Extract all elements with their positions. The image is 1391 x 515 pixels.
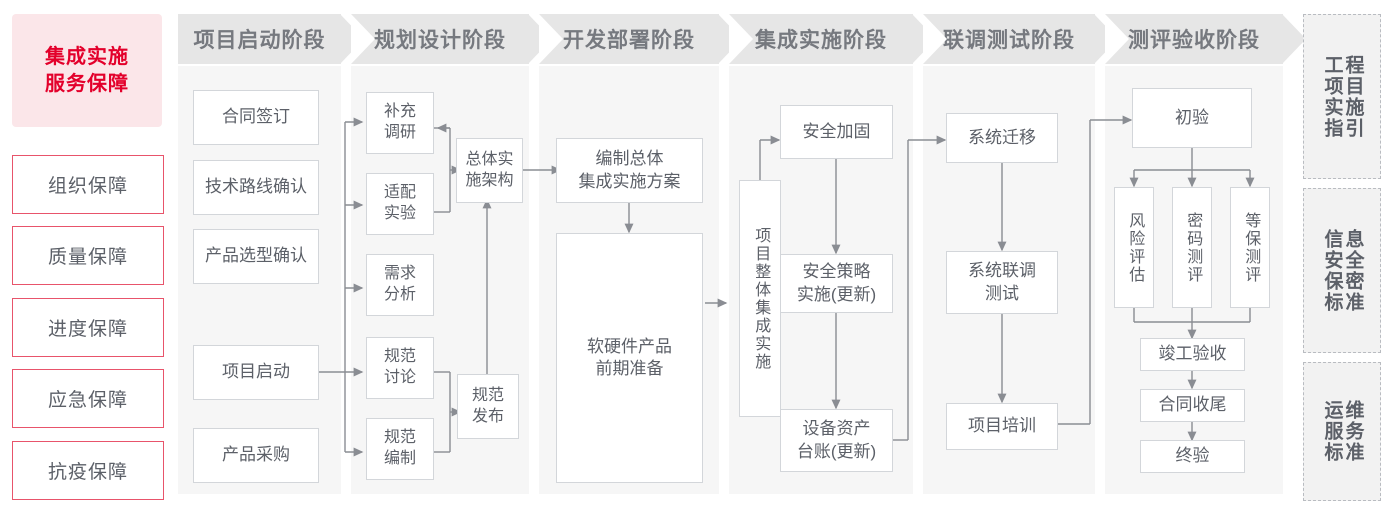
phase-header-label: 规划设计阶段 [374, 29, 506, 52]
node-label: 规范发布 [471, 386, 504, 425]
node-risk-assessment[interactable]: 风险评估 [1114, 187, 1154, 308]
phase-header-planning[interactable]: 规划设计阶段 [351, 14, 552, 64]
node-label: 需求分析 [383, 265, 416, 303]
node-preliminary-acceptance[interactable]: 初验 [1132, 88, 1252, 148]
node-label: 编制总体集成实施方案 [578, 149, 681, 191]
left-rail-item-quality[interactable]: 质量保障 [12, 226, 164, 285]
node-completion-acceptance[interactable]: 竣工验收 [1140, 338, 1245, 371]
node-label: 合同签订 [222, 107, 290, 127]
left-rail-item-label: 抗疫保障 [47, 462, 128, 483]
node-overall-implementation-architecture[interactable]: 总体实施架构 [456, 138, 523, 203]
node-final-acceptance[interactable]: 终验 [1140, 440, 1245, 473]
node-label: 技术路线确认 [205, 177, 307, 197]
node-label: 设备资产台账(更新) [796, 419, 877, 461]
node-label: 安全策略实施(更新) [796, 262, 877, 304]
chevron-notch-icon [1105, 14, 1129, 64]
right-rail-label-right: 息全密准 [1342, 228, 1364, 313]
left-rail-item-organization[interactable]: 组织保障 [12, 155, 164, 214]
node-label: 系统迁移 [968, 127, 1036, 147]
node-contract-signing[interactable]: 合同签订 [193, 90, 319, 145]
left-rail-item-schedule[interactable]: 进度保障 [12, 298, 164, 357]
node-label: 项目启动 [222, 362, 290, 382]
node-label: 产品选型确认 [205, 246, 307, 266]
right-rail-label-left: 运服标 [1321, 400, 1343, 463]
left-rail-item-label: 质量保障 [47, 247, 128, 268]
left-rail-title-line1: 集成实施 [45, 45, 129, 68]
node-label: 合同收尾 [1158, 395, 1227, 415]
right-rail-infosec-standard[interactable]: 息全密准 信安保标 [1303, 188, 1381, 353]
node-label: 项目整体集成实施 [752, 226, 770, 371]
left-rail-item-emergency[interactable]: 应急保障 [12, 369, 164, 428]
node-adaptation-experiment[interactable]: 适配实验 [366, 173, 434, 235]
node-contract-closure[interactable]: 合同收尾 [1140, 389, 1245, 422]
phase-header-initiation[interactable]: 项目启动阶段 [178, 14, 364, 64]
phase-header-acceptance[interactable]: 测评验收阶段 [1105, 14, 1306, 64]
node-system-migration[interactable]: 系统迁移 [946, 113, 1058, 163]
node-label: 软硬件产品前期准备 [587, 336, 672, 378]
node-label: 总体实施架构 [465, 150, 514, 189]
node-asset-ledger-update[interactable]: 设备资产台账(更新) [780, 409, 893, 472]
node-mlps-evaluation[interactable]: 等保测评 [1230, 187, 1270, 308]
node-tech-route-confirm[interactable]: 技术路线确认 [193, 160, 319, 215]
node-crypto-evaluation[interactable]: 密码测评 [1172, 187, 1212, 308]
node-label: 补充调研 [383, 103, 416, 141]
right-rail-label-right: 程目施引 [1342, 54, 1364, 139]
node-hw-sw-preparation[interactable]: 软硬件产品前期准备 [556, 233, 703, 483]
node-project-training[interactable]: 项目培训 [946, 403, 1058, 450]
right-rail-label-left: 工项实指 [1321, 54, 1343, 139]
chevron-notch-icon [539, 14, 563, 64]
left-rail-item-label: 组织保障 [47, 176, 128, 197]
phase-header-label: 联调测试阶段 [943, 29, 1075, 52]
right-rail-label-left: 信安保标 [1321, 228, 1343, 313]
node-label: 等保测评 [1242, 211, 1260, 284]
node-spec-release[interactable]: 规范发布 [457, 374, 519, 439]
node-security-policy-update[interactable]: 安全策略实施(更新) [780, 254, 893, 313]
node-label: 规范编制 [383, 429, 416, 467]
phase-header-label: 项目启动阶段 [193, 29, 326, 52]
phase-header-development[interactable]: 开发部署阶段 [539, 14, 742, 64]
chevron-notch-icon [729, 14, 753, 64]
node-label: 项目培训 [968, 416, 1036, 436]
right-rail-label-right: 维务准 [1342, 400, 1364, 463]
node-project-kickoff[interactable]: 项目启动 [193, 345, 319, 400]
node-label: 竣工验收 [1158, 344, 1227, 364]
node-label: 安全加固 [802, 121, 871, 141]
right-rail-ops-service-standard[interactable]: 维务准 运服标 [1303, 362, 1381, 501]
phase-header-integration[interactable]: 集成实施阶段 [729, 14, 936, 64]
node-label: 适配实验 [383, 184, 416, 222]
node-spec-discussion[interactable]: 规范讨论 [366, 337, 434, 399]
node-product-procurement[interactable]: 产品采购 [193, 428, 319, 483]
left-rail-item-epidemic[interactable]: 抗疫保障 [12, 441, 164, 500]
node-overall-project-integration[interactable]: 项目整体集成实施 [739, 180, 781, 417]
node-security-hardening[interactable]: 安全加固 [780, 105, 893, 159]
phase-header-label: 测评验收阶段 [1128, 29, 1260, 52]
left-rail-item-label: 应急保障 [47, 390, 128, 411]
node-spec-drafting[interactable]: 规范编制 [366, 418, 434, 480]
node-supplementary-research[interactable]: 补充调研 [366, 92, 434, 154]
left-rail-title: 集成实施 服务保障 [12, 14, 162, 127]
phase-header-label: 开发部署阶段 [563, 29, 695, 52]
chevron-notch-icon [923, 14, 947, 64]
node-requirement-analysis[interactable]: 需求分析 [366, 254, 434, 316]
node-label: 密码测评 [1184, 211, 1202, 284]
node-label: 终验 [1175, 446, 1210, 466]
chevron-notch-icon [351, 14, 375, 64]
node-label: 初验 [1175, 107, 1209, 127]
node-product-selection-confirm[interactable]: 产品选型确认 [193, 229, 319, 284]
node-system-joint-test[interactable]: 系统联调测试 [946, 251, 1058, 314]
phase-header-label: 集成实施阶段 [755, 29, 887, 52]
node-label: 风险评估 [1126, 211, 1144, 284]
node-overall-integration-plan[interactable]: 编制总体集成实施方案 [556, 138, 703, 203]
left-rail-item-label: 进度保障 [47, 319, 128, 340]
left-rail-title-line2: 服务保障 [45, 72, 129, 95]
node-label: 产品采购 [222, 445, 290, 465]
node-label: 规范讨论 [383, 348, 416, 386]
right-rail-engineering-guideline[interactable]: 程目施引 工项实指 [1303, 14, 1381, 179]
node-label: 系统联调测试 [968, 261, 1036, 303]
phase-header-testing[interactable]: 联调测试阶段 [923, 14, 1118, 64]
